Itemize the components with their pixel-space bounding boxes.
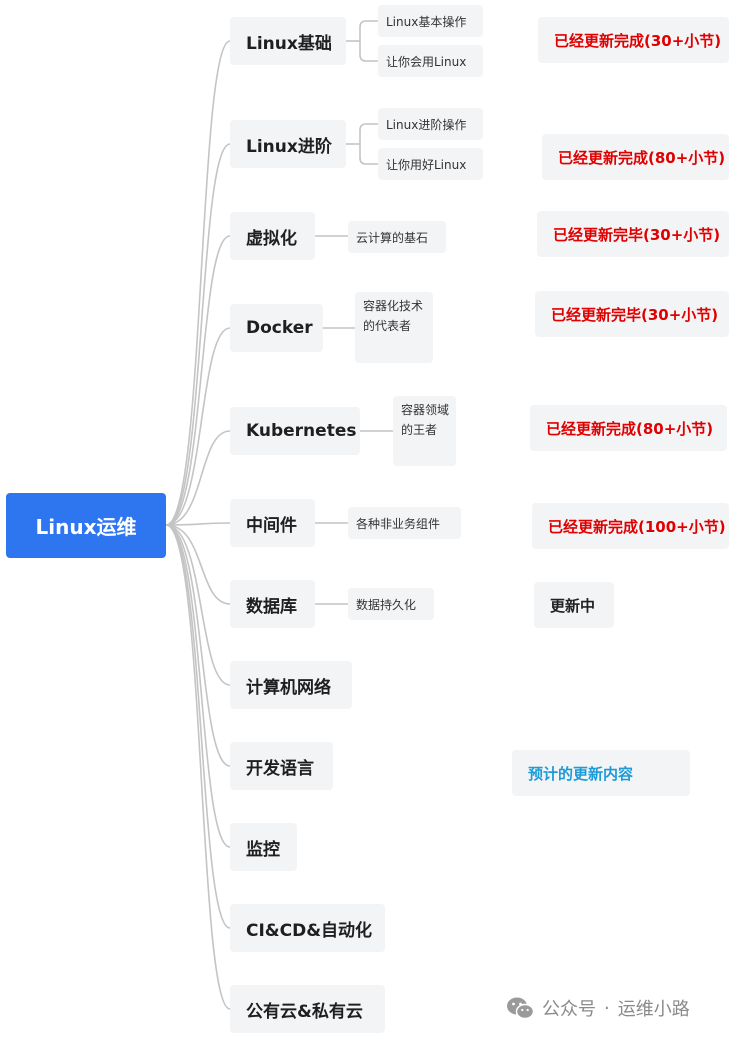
subtopic-linux-basics-2[interactable]: 让你会用Linux: [378, 45, 483, 77]
topic-kubernetes[interactable]: Kubernetes: [230, 407, 360, 455]
watermark-account: 公众号: [542, 999, 596, 1020]
topic-linux-advanced[interactable]: Linux进阶: [230, 120, 346, 168]
status-linux-basics[interactable]: 已经更新完成(30+小节): [538, 17, 729, 63]
bracket-1-b: [359, 123, 378, 131]
topic-monitoring[interactable]: 监控: [230, 823, 297, 871]
root-link-5: [165, 522, 231, 526]
root-link-11: [165, 524, 231, 1010]
topic-public-private-cloud[interactable]: 公有云&私有云: [230, 985, 385, 1033]
status-database[interactable]: 更新中: [534, 582, 614, 628]
watermark: 公众号 · 运维小路: [506, 995, 690, 1021]
root-link-10: [165, 524, 231, 929]
subtopic-linux-advanced-2[interactable]: 让你用好Linux: [378, 148, 483, 180]
root-label: Linux运维: [35, 515, 137, 539]
root-link-3: [165, 327, 231, 526]
wechat-icon: [506, 996, 534, 1020]
topic-cicd-automation[interactable]: CI&CD&自动化: [230, 904, 385, 952]
root-link-1: [165, 143, 231, 526]
root-link-7: [165, 524, 231, 686]
root-link-8: [165, 524, 231, 767]
topic-virtualization[interactable]: 虚拟化: [230, 212, 315, 260]
topic-programming-languages[interactable]: 开发语言: [230, 742, 333, 790]
bracket-0-b: [359, 20, 378, 28]
subtopic-kubernetes-1[interactable]: 容器领域的王者: [393, 396, 456, 466]
watermark-dot: ·: [604, 997, 610, 1019]
root-link-4: [165, 430, 231, 526]
subtopic-linux-basics-1[interactable]: Linux基本操作: [378, 5, 483, 37]
status-linux-advanced[interactable]: 已经更新完成(80+小节): [542, 134, 729, 180]
subtopic-middleware-1[interactable]: 各种非业务组件: [348, 507, 461, 539]
status-docker[interactable]: 已经更新完毕(30+小节): [535, 291, 729, 337]
subtopic-docker-1[interactable]: 容器化技术的代表者: [355, 292, 433, 363]
topic-linux-basics[interactable]: Linux基础: [230, 17, 346, 65]
subtopic-linux-advanced-1[interactable]: Linux进阶操作: [378, 108, 483, 140]
topic-middleware[interactable]: 中间件: [230, 499, 315, 547]
root-link-9: [165, 524, 231, 848]
status-virtualization[interactable]: 已经更新完毕(30+小节): [537, 211, 729, 257]
status-kubernetes[interactable]: 已经更新完成(80+小节): [530, 405, 727, 451]
status-middleware[interactable]: 已经更新完成(100+小节): [532, 503, 729, 549]
status-programming-languages[interactable]: 预计的更新内容: [512, 750, 690, 796]
watermark-name: 运维小路: [617, 999, 690, 1020]
topic-networking[interactable]: 计算机网络: [230, 661, 352, 709]
root-link-0: [165, 40, 231, 526]
topic-docker[interactable]: Docker: [230, 304, 323, 352]
root-link-2: [165, 235, 231, 526]
root-node[interactable]: Linux运维: [6, 493, 166, 558]
bracket-1-c: [359, 157, 378, 165]
root-link-6: [165, 524, 231, 605]
bracket-0-c: [359, 54, 378, 62]
subtopic-database-1[interactable]: 数据持久化: [348, 588, 434, 620]
subtopic-virtualization-1[interactable]: 云计算的基石: [348, 221, 446, 253]
topic-database[interactable]: 数据库: [230, 580, 315, 628]
